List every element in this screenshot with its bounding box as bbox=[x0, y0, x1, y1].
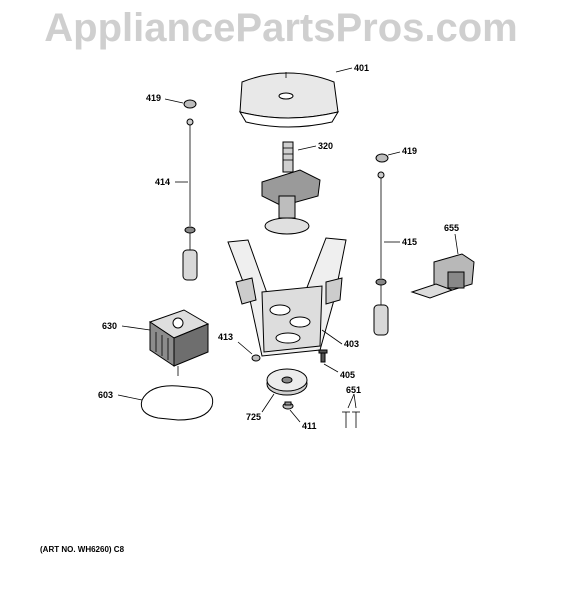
label-630: 630 bbox=[102, 321, 117, 331]
part-419-cap-right bbox=[375, 153, 389, 163]
part-655-pump bbox=[410, 253, 475, 299]
label-413: 413 bbox=[218, 332, 233, 342]
label-603: 603 bbox=[98, 390, 113, 400]
watermark-logo: AppliancePartsPros.com bbox=[44, 6, 518, 50]
label-655: 655 bbox=[444, 223, 459, 233]
part-411-nut bbox=[282, 401, 294, 410]
part-603-belt bbox=[140, 385, 214, 421]
label-320: 320 bbox=[318, 141, 333, 151]
label-403: 403 bbox=[344, 339, 359, 349]
art-number-note: (ART NO. WH6260) C8 bbox=[40, 545, 125, 554]
part-414-suspension-rod bbox=[182, 118, 198, 281]
part-419-cap-left bbox=[183, 99, 197, 109]
part-401-cover bbox=[238, 72, 340, 128]
label-419-right: 419 bbox=[402, 146, 417, 156]
part-405-bolt bbox=[318, 349, 328, 363]
label-405: 405 bbox=[340, 370, 355, 380]
part-415-suspension-rod bbox=[373, 171, 389, 336]
label-411: 411 bbox=[302, 421, 317, 431]
label-414: 414 bbox=[155, 177, 170, 187]
part-403-bracket bbox=[227, 237, 347, 357]
label-651: 651 bbox=[346, 385, 361, 395]
label-415: 415 bbox=[402, 237, 417, 247]
part-413-nut bbox=[251, 354, 261, 362]
part-630-motor bbox=[148, 309, 210, 376]
part-320-transmission bbox=[261, 141, 321, 235]
label-725: 725 bbox=[246, 412, 261, 422]
label-419-left: 419 bbox=[146, 93, 161, 103]
part-725-pulley bbox=[266, 368, 308, 396]
label-401: 401 bbox=[354, 63, 369, 73]
part-651-screws bbox=[342, 411, 360, 428]
